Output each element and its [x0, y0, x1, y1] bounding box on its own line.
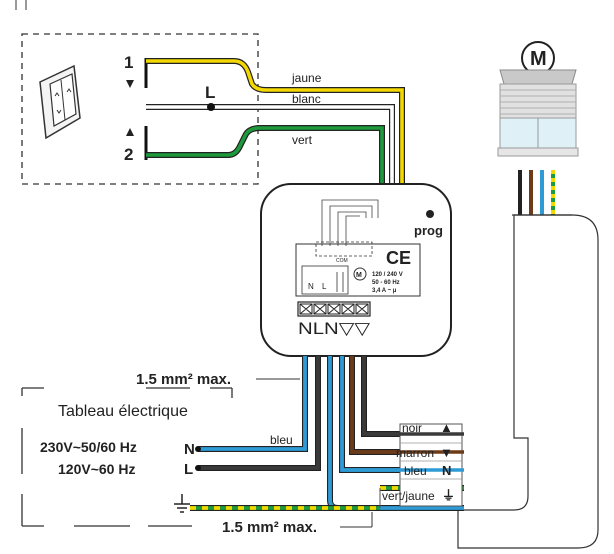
- rating-line-3: 3,4 A ~ μ: [372, 288, 397, 294]
- panel-n-label: N: [184, 441, 195, 458]
- com-label: COM: [336, 258, 348, 264]
- prog-button[interactable]: [426, 210, 434, 218]
- ce-mark: CE: [386, 248, 411, 268]
- motor-cable: [457, 214, 599, 549]
- inner-l-label: L: [322, 282, 327, 291]
- wire-label-green: vert: [292, 133, 313, 147]
- terminal-labels: NLN▽▽: [298, 319, 371, 338]
- terminal-block: [297, 301, 371, 317]
- wire-label-yellow: jaune: [291, 71, 322, 85]
- section-note-top: 1.5 mm² max.: [136, 371, 231, 388]
- panel-frame: [21, 387, 233, 527]
- supply-120: 120V~60 Hz: [58, 461, 135, 477]
- rating-line-1: 120 / 240 V: [372, 272, 403, 278]
- motor-wire-marron: marron: [396, 446, 434, 460]
- motor-symbol: M: [530, 48, 547, 70]
- motor-wire-labels: [399, 423, 463, 507]
- ground-icon: [174, 494, 190, 513]
- motor-wire-bleu: bleu: [404, 464, 427, 478]
- up-arrow-icon: [126, 128, 134, 136]
- panel-l-label: L: [184, 461, 193, 478]
- label-plate: [295, 243, 421, 297]
- rating-line-2: 50 - 60 Hz: [372, 280, 400, 286]
- prog-label: prog: [414, 223, 443, 238]
- switch-terminal-1: 1: [124, 53, 133, 72]
- motor-terminal-down: ▼: [440, 445, 453, 460]
- supply-230: 230V~50/60 Hz: [40, 439, 137, 455]
- down-arrow-icon: [126, 80, 134, 88]
- motor-terminal-n: N: [442, 463, 451, 478]
- motor-terminal-up: ▲: [440, 420, 453, 435]
- wall-switch-icon: [39, 64, 81, 140]
- motor-wire-vertjaune: vert/jaune: [382, 489, 435, 503]
- motor-wire-noir: noir: [402, 421, 422, 435]
- switch-common-label: L: [205, 83, 215, 102]
- wire-label-white: blanc: [292, 92, 321, 106]
- panel-title: Tableau électrique: [58, 403, 188, 420]
- roller-shutter-icon: M: [497, 41, 579, 157]
- motor-small-label: M: [356, 272, 362, 279]
- switch-terminal-2: 2: [124, 145, 133, 164]
- motor-terminal-earth: ⏚: [442, 488, 455, 503]
- inner-n-label: N: [308, 282, 314, 291]
- section-note-bottom: 1.5 mm² max.: [222, 519, 317, 536]
- motor-small-icon: [353, 267, 367, 281]
- panel-bleu-label: bleu: [270, 433, 293, 447]
